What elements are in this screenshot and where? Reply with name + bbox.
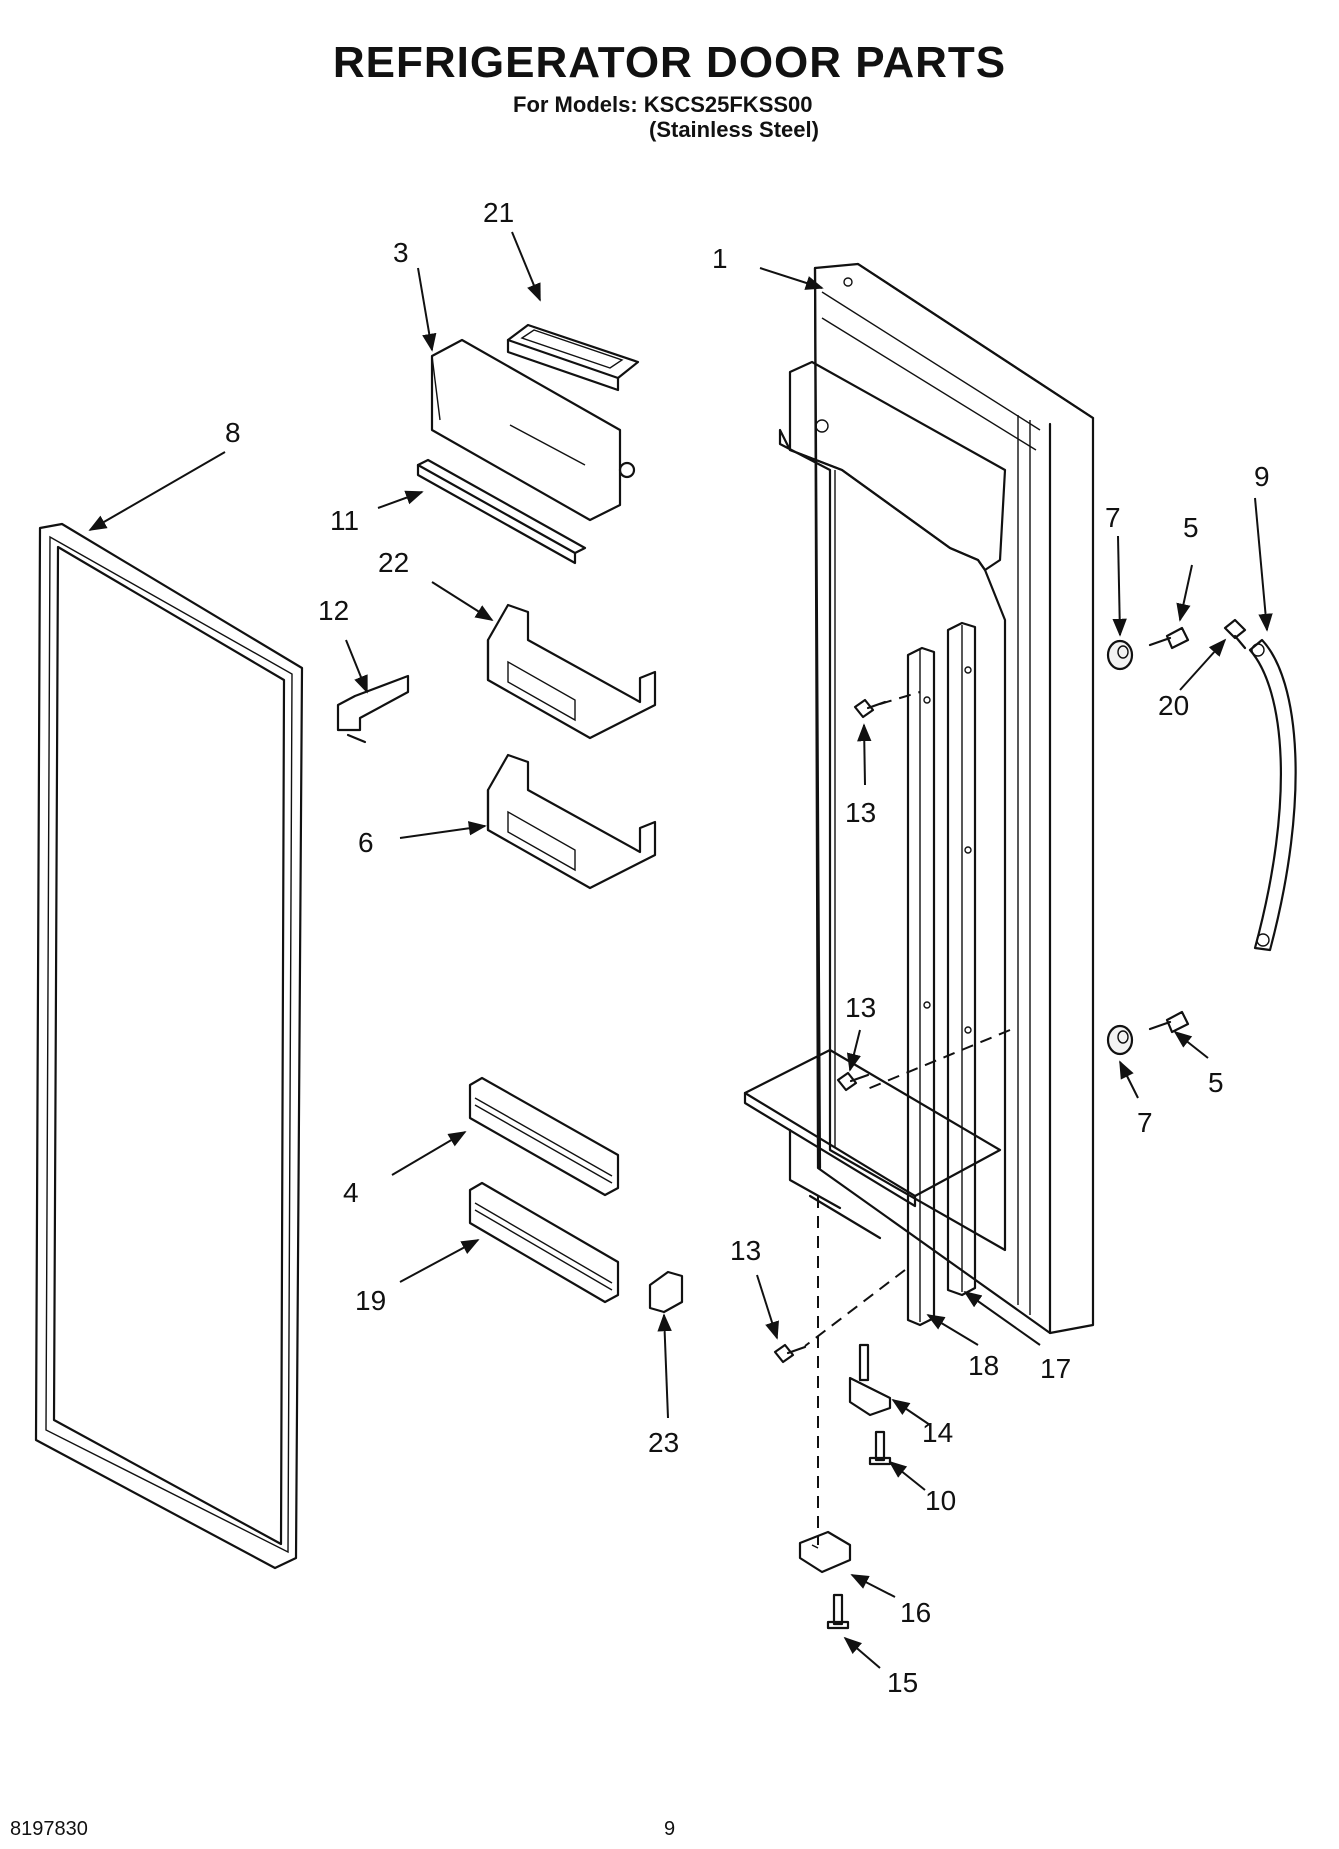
models-line: For Models: KSCS25FKSS00 [513,92,813,117]
callout-1: 1 [712,243,728,274]
callout-13-lower: 13 [730,1235,761,1266]
callout-4: 4 [343,1177,359,1208]
lower-hinge-part [798,1530,852,1574]
callout-23: 23 [648,1427,679,1458]
callout-14: 14 [922,1417,953,1448]
lower-hinge-screw-part [826,1593,850,1630]
dispenser-cover-part [430,338,636,522]
callout-5-upper: 5 [1183,512,1199,543]
lower-shelf-rail-part [468,1181,620,1304]
finish-line: (Stainless Steel) [649,117,819,142]
callout-15: 15 [887,1667,918,1698]
door-bin-part [486,753,657,890]
callout-21: 21 [483,197,514,228]
trim-ring-part [506,323,640,392]
callout-7-lower: 7 [1137,1107,1153,1138]
handle-screw-upper [1148,626,1190,650]
callout-11: 11 [330,505,359,536]
handle-spacer-lower [1106,1024,1134,1056]
callout-3: 3 [393,237,409,268]
outer-trim-part [946,621,977,1297]
inner-trim-part [906,646,936,1327]
cover-strip-part [416,458,587,565]
callout-17: 17 [1040,1353,1071,1384]
screw-assembly-line-lower [804,1269,906,1347]
callout-8: 8 [225,417,241,448]
door-liner-part [743,262,1095,1335]
shelf-rail-part [468,1076,620,1197]
callout-16: 16 [900,1597,931,1628]
callout-13-middle: 13 [845,992,876,1023]
callout-13-upper: 13 [845,797,876,828]
callout-12: 12 [318,595,349,626]
screw-assembly-line-upper [879,691,921,705]
hinge-pin-part [848,1343,892,1417]
trim-screw-lower [773,1343,807,1364]
callout-6: 6 [358,827,374,858]
page-title: REFRIGERATOR DOOR PARTS [332,38,1007,87]
callout-18: 18 [968,1350,999,1381]
handle-mount-screw [1223,618,1247,650]
trim-screw-upper [853,698,887,719]
callout-9: 9 [1254,461,1270,492]
callout-labels: 1 3 21 8 11 22 12 6 4 19 23 13 13 13 18 … [225,197,1270,1698]
handle-spacer-upper [1106,639,1134,671]
bin-clip-part [336,674,410,744]
hinge-screw-part [868,1430,892,1466]
callout-19: 19 [355,1285,386,1316]
upper-door-bin-part [486,603,657,740]
door-handle-part [1248,638,1297,952]
document-number: 8197830 [10,1818,88,1840]
handle-screw-lower [1148,1010,1190,1034]
callout-7-upper: 7 [1105,502,1121,533]
callout-10: 10 [925,1485,956,1516]
callout-leaders [88,231,1273,1669]
page-number: 9 [664,1818,676,1840]
callout-5-lower: 5 [1208,1067,1224,1098]
door-gasket-part [34,522,304,1570]
callout-22: 22 [378,547,409,578]
rail-clip-part [648,1270,684,1314]
screw-assembly-line-middle [864,1029,1011,1091]
trim-screw-middle [836,1071,870,1092]
callout-20: 20 [1158,690,1189,721]
